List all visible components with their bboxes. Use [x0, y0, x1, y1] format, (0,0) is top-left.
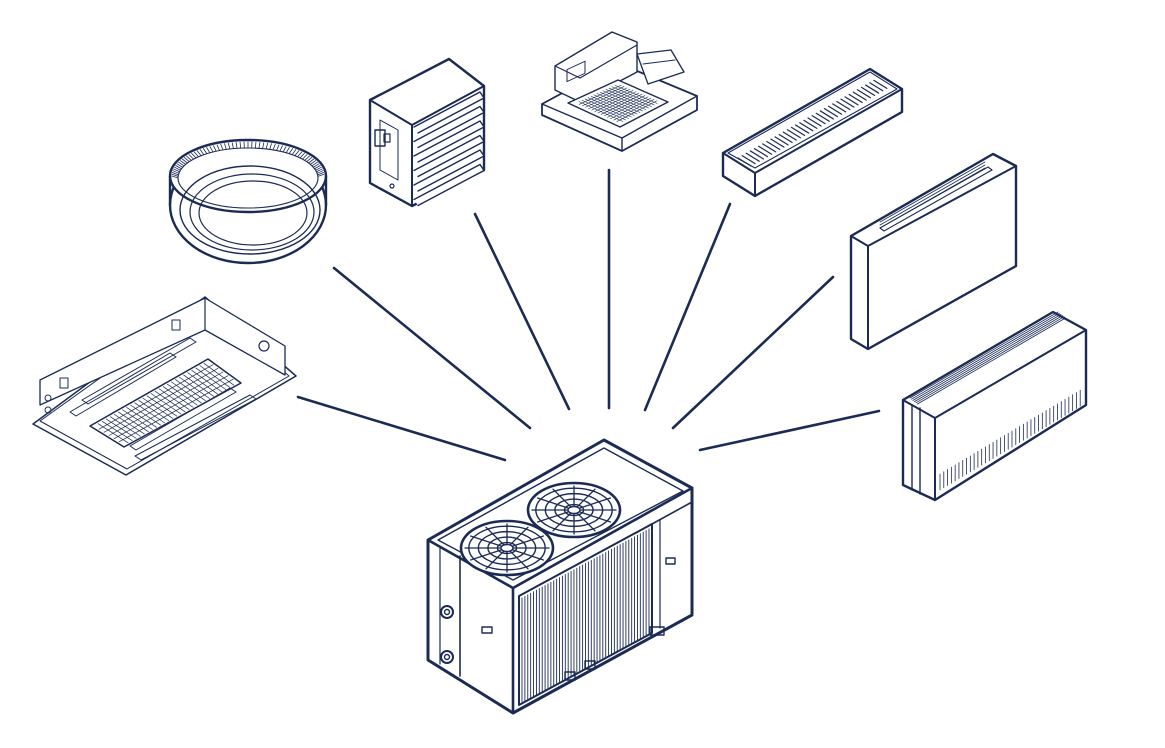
connector-round-diffuser [332, 266, 532, 430]
connector-wall-fan-coil [671, 275, 835, 430]
connector-lines [296, 168, 881, 462]
connector-linear-grille [643, 202, 732, 412]
cassette-grille-top [578, 84, 658, 122]
linear-duct-grille [721, 67, 904, 198]
fan-coil-top-slots [909, 311, 1066, 405]
wall-mounted-fan-coil [849, 152, 1018, 351]
cassette-grille [97, 362, 235, 444]
connector-floor-fan-coil [698, 409, 881, 452]
concealed-ceiling-cassette [32, 296, 297, 476]
ceiling-round-diffuser [168, 138, 328, 265]
fan-coil-bottom-grille [939, 389, 1081, 491]
grille-slots [737, 79, 888, 167]
fan-guard-1 [459, 519, 555, 577]
condenser-coil-fins [521, 528, 650, 704]
fan-coil-slots [879, 161, 986, 229]
fan-guard-2 [526, 481, 622, 539]
heater-louvers [413, 91, 485, 207]
connector-unit-heater [473, 212, 571, 411]
diffuser-slots [171, 141, 325, 179]
connector-concealed-cassette [296, 395, 507, 462]
wall-unit-heater [368, 57, 486, 208]
floor-standing-fan-coil [901, 310, 1088, 502]
ceiling-cassette [541, 31, 698, 152]
outdoor-chiller-unit [426, 438, 694, 715]
